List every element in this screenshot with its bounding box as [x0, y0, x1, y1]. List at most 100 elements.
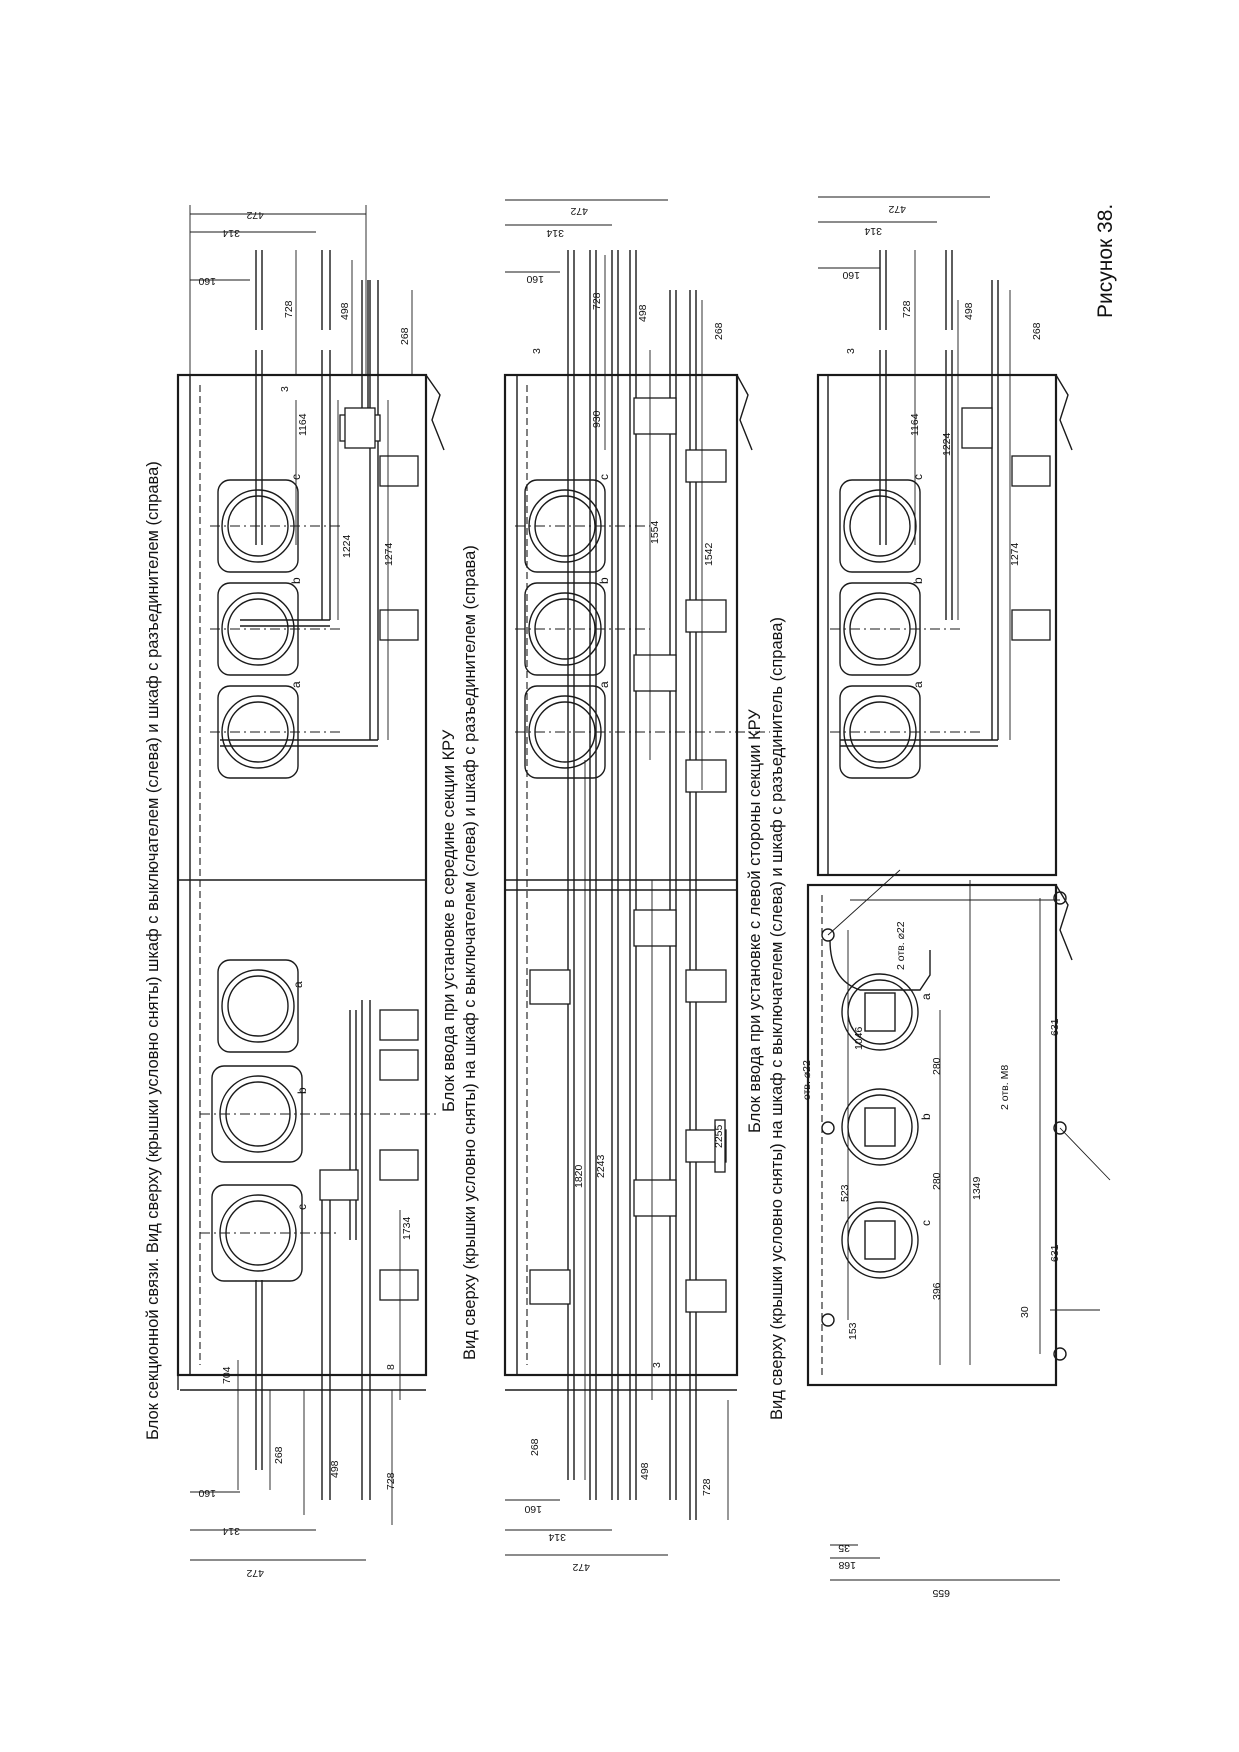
- view3-insulators: [961, 407, 1051, 641]
- dim-label: 160: [526, 273, 544, 285]
- view1-bushing-a-right: [217, 959, 299, 1053]
- dim-label: 314: [222, 1525, 240, 1537]
- view1-bushing-b-right: [200, 1065, 440, 1163]
- dimension-lines: [189, 196, 1100, 1581]
- dim-label: 314: [222, 227, 240, 239]
- dim-label: 3: [845, 348, 857, 354]
- dim-label: 1820: [573, 1164, 585, 1188]
- view3-input-block-left: [806, 250, 1111, 1387]
- view1-bushing-b: [210, 582, 340, 676]
- dim-label: 1164: [297, 413, 309, 436]
- view3-cabinet-outline: [816, 373, 1058, 877]
- dim-label: 728: [591, 292, 603, 310]
- dim-label: 268: [273, 1446, 285, 1464]
- dim-label: 2255: [713, 1124, 725, 1148]
- view2-input-block-middle: [503, 250, 770, 1520]
- hole-label: 2 отв. M8: [999, 1065, 1011, 1110]
- captions: Рисунок 38. Блок секционной связи. Вид с…: [144, 204, 1117, 1440]
- view2-bushing-b: [515, 582, 650, 676]
- dim-label: 3: [531, 348, 543, 354]
- view3-bushing-a: [830, 685, 980, 779]
- dim-label: 1274: [1009, 542, 1021, 566]
- dim-label: 30: [1019, 1306, 1031, 1318]
- dim-label: 160: [524, 1503, 542, 1515]
- dim-label: 1164: [909, 413, 921, 436]
- dim-label: 498: [339, 302, 351, 320]
- dim-label: 498: [637, 304, 649, 322]
- view2-dimension-labels: 472 314 160 728 498 268 3 930 1554 1542 …: [524, 205, 725, 1573]
- phase-label-b: b: [919, 1113, 933, 1120]
- dim-label: 160: [198, 275, 216, 287]
- dim-label: 35: [838, 1542, 850, 1554]
- dim-label: 268: [399, 327, 411, 345]
- dim-label: 396: [931, 1282, 943, 1300]
- phase-label-a: a: [911, 681, 925, 688]
- phase-label-c: c: [919, 1220, 933, 1226]
- dim-label: 3: [279, 386, 291, 392]
- dim-label: 930: [591, 410, 603, 428]
- dim-label: 280: [931, 1057, 943, 1075]
- dim-label: 153: [847, 1322, 859, 1340]
- figure-label: Рисунок 38.: [1094, 204, 1117, 318]
- dim-label: 704: [221, 1366, 233, 1384]
- view3-bushing-b: [830, 582, 960, 676]
- dim-label: 168: [838, 1559, 856, 1571]
- dim-label: 314: [546, 227, 564, 239]
- view3-bushing-c-lower: [841, 1201, 919, 1279]
- dim-label: 523: [839, 1184, 851, 1202]
- caption-view3-line1: Блок ввода при установке с левой стороны…: [746, 709, 764, 1133]
- view3-mounting-holes: [821, 869, 1111, 1361]
- dim-label: 472: [572, 1561, 590, 1573]
- phase-label-b: b: [289, 577, 303, 584]
- dim-label: 728: [283, 300, 295, 318]
- dim-label: 1224: [341, 534, 353, 558]
- view3-disconnector-cabinet: [806, 883, 1058, 1387]
- phase-label-c: c: [295, 1204, 309, 1210]
- dim-label: 728: [701, 1478, 713, 1496]
- view3-bushing-c: [839, 479, 921, 573]
- dim-label: 498: [639, 1462, 651, 1480]
- dim-label: 1734: [401, 1216, 413, 1240]
- caption-view3-line2: Вид сверху (крышки условно сняты) на шка…: [768, 617, 786, 1420]
- dim-label: 498: [963, 302, 975, 320]
- dim-label: 268: [713, 322, 725, 340]
- dim-label: 160: [842, 269, 860, 281]
- phase-label-c: c: [289, 474, 303, 480]
- dim-label: 2243: [595, 1154, 607, 1178]
- dim-label: 472: [570, 205, 588, 217]
- view1-insulators: [319, 407, 419, 1301]
- dim-label: 1224: [941, 432, 953, 456]
- view1-cabinet-outline: [176, 373, 428, 1377]
- view1-dimension-labels: 472 314 160 728 498 268 3 1164 1224 1274…: [198, 209, 413, 1579]
- dim-label: 160: [198, 1487, 216, 1499]
- dim-label: 1274: [383, 542, 395, 566]
- phase-label-a: a: [597, 681, 611, 688]
- dim-label: 280: [931, 1172, 943, 1190]
- view2-bushing-a: [515, 685, 770, 779]
- dim-label: 655: [932, 1587, 950, 1599]
- dim-label: 314: [864, 225, 882, 237]
- view3-bushing-b-lower: [841, 1088, 919, 1166]
- phase-label-a: a: [289, 681, 303, 688]
- view1-sectional-link-block: [176, 250, 445, 1500]
- phase-labels: c b a a b c c b a c b a a b c: [289, 474, 933, 1226]
- phase-label-a: a: [291, 981, 305, 988]
- phase-label-b: b: [911, 577, 925, 584]
- dim-label: 8: [385, 1364, 397, 1370]
- dim-label: 498: [329, 1460, 341, 1478]
- view2-cabinet-outline: [503, 373, 739, 1377]
- dim-label: 1542: [703, 542, 715, 566]
- hole-label: отв. ⌀22: [801, 1060, 813, 1100]
- phase-label-b: b: [597, 577, 611, 584]
- dim-label: 1554: [649, 520, 661, 544]
- caption-view2-line2: Вид сверху (крышки условно сняты) на шка…: [461, 545, 479, 1360]
- phase-label-a: a: [919, 993, 933, 1000]
- dim-label: 314: [548, 1531, 566, 1543]
- dim-label: 631: [1049, 1244, 1061, 1262]
- caption-view1: Блок секционной связи. Вид сверху (крышк…: [144, 461, 162, 1440]
- view2-insulators: [529, 397, 727, 1313]
- dim-label: 268: [1031, 322, 1043, 340]
- phase-label-c: c: [911, 474, 925, 480]
- view1-bushing-c-right: [200, 1184, 340, 1282]
